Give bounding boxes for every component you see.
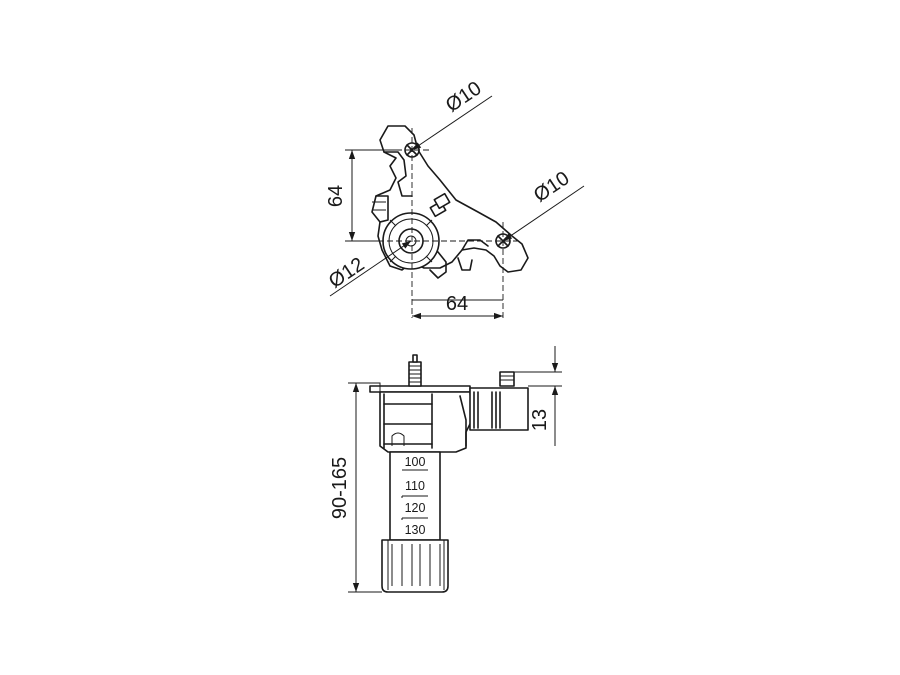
leader-hole-right [502, 185, 585, 242]
foot-edge [461, 239, 489, 251]
housing-body [379, 391, 473, 453]
foot-tab [429, 251, 447, 279]
dim-vertical-spacing: 64 [325, 185, 347, 207]
ribbed-foot [381, 539, 449, 593]
top-plate [369, 385, 471, 393]
leader-hole-center [329, 240, 412, 297]
scale-mark-100: 100 [405, 455, 426, 469]
side-box-tab-lines [500, 375, 514, 381]
top-view: 64 64 Ø10 Ø10 Ø12 [325, 77, 585, 320]
dim-offset: 13 [529, 409, 551, 431]
clip-lines [372, 201, 386, 211]
dim-hole-top: Ø10 [442, 77, 486, 116]
scale-mark-110: 110 [405, 479, 425, 493]
side-view: 100 110 120 130 90-165 13 [329, 346, 562, 593]
side-box-ribs [473, 391, 501, 429]
bracket-edge [383, 151, 413, 197]
top-connector [408, 354, 422, 387]
small-tab-2 [433, 192, 451, 210]
dim-hole-center: Ø12 [325, 253, 369, 292]
side-box [469, 387, 529, 431]
dim-hole-right: Ø10 [530, 167, 574, 206]
bracket-clip [375, 195, 389, 223]
scale-mark-120: 120 [405, 501, 426, 515]
ext-lines-height [348, 382, 382, 593]
housing-window [391, 432, 405, 446]
leader-hole-top [411, 95, 493, 151]
ext-lines-offset [514, 371, 562, 387]
dim-horizontal-spacing: 64 [446, 293, 468, 315]
housing-right-curve [459, 395, 467, 447]
side-box-tab [499, 371, 515, 387]
scale-mark-130: 130 [405, 523, 426, 537]
foot-tab-2 [457, 257, 473, 271]
scale-lines [402, 469, 428, 519]
dim-height-range: 90-165 [329, 457, 351, 519]
